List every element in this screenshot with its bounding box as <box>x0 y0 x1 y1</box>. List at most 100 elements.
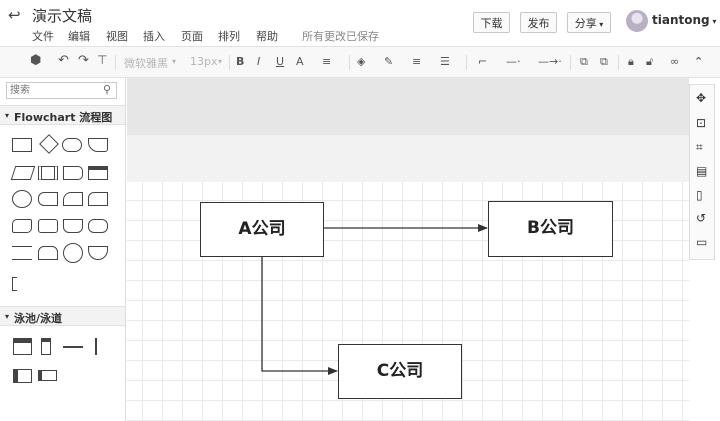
shape-punched-tape[interactable] <box>12 219 32 233</box>
undo-icon[interactable]: ↶ <box>58 53 69 68</box>
save-status: 所有更改已保存 <box>302 30 379 43</box>
shape-process[interactable] <box>12 138 32 152</box>
italic-icon[interactable]: I <box>257 55 261 68</box>
collapse-icon[interactable]: ⌃ <box>694 55 704 68</box>
search-icon: ⚲ <box>103 83 112 96</box>
format-painter-icon[interactable]: ⬢ <box>30 53 42 68</box>
shape-lane-horizontal[interactable] <box>38 370 57 381</box>
shape-lane-vertical[interactable] <box>41 338 51 355</box>
history-icon[interactable]: ↺ <box>696 211 707 225</box>
edge-a-to-c[interactable] <box>261 257 338 375</box>
shape-loop-limit[interactable] <box>38 246 58 260</box>
shape-document[interactable] <box>88 138 108 152</box>
section-flowchart-title: Flowchart 流程图 <box>14 111 113 124</box>
shape-internal-storage[interactable] <box>88 166 108 180</box>
share-button[interactable]: 分享 ▾ <box>567 12 611 33</box>
shape-terminator[interactable] <box>62 138 82 152</box>
publish-button-label: 发布 <box>527 17 550 30</box>
menu-file[interactable]: 文件 <box>32 30 54 43</box>
unlock-icon[interactable]: 🔓︎ <box>646 55 654 68</box>
shape-preparation[interactable] <box>88 219 108 233</box>
menu-help[interactable]: 帮助 <box>256 30 278 43</box>
arrow-icon[interactable]: —→· <box>538 55 562 68</box>
menu-page[interactable]: 页面 <box>181 30 203 43</box>
back-icon[interactable]: ⧉ <box>600 55 608 68</box>
user-dropdown-icon: ▾ <box>709 17 717 26</box>
section-swimlane[interactable]: ▾ 泳池/泳道 <box>0 306 125 326</box>
toolbar-divider <box>466 55 467 70</box>
menu-view[interactable]: 视图 <box>106 30 128 43</box>
shape-manual-input[interactable] <box>88 192 108 206</box>
shape-manual-operation[interactable] <box>63 219 83 233</box>
line-style-icon[interactable]: ≡ <box>412 55 422 68</box>
line-color-icon[interactable]: ✎ <box>384 55 394 68</box>
back-arrow-icon[interactable]: ↩ <box>8 6 21 24</box>
avatar[interactable] <box>626 10 648 32</box>
download-button-label: 下载 <box>480 17 503 30</box>
app-header: ↩ 演示文稿 文件 编辑 视图 插入 页面 排列 帮助 所有更改已保存 下载 发… <box>0 0 720 46</box>
shape-predefined-process[interactable] <box>38 166 58 180</box>
document-title[interactable]: 演示文稿 <box>32 7 93 25</box>
toolbar-divider <box>349 55 350 70</box>
comment-icon[interactable]: ▭ <box>696 235 708 249</box>
shape-separator-horizontal[interactable] <box>63 346 83 348</box>
section-swimlane-title: 泳池/泳道 <box>14 312 63 325</box>
shape-search-input[interactable] <box>6 82 117 99</box>
shape-panel: ⚲ ▾ Flowchart 流程图 ▾ 泳池/泳道 <box>0 78 126 421</box>
shape-annotation[interactable] <box>12 277 17 291</box>
font-color-icon[interactable]: A <box>296 55 304 68</box>
shape-delay[interactable] <box>38 192 58 206</box>
blank-page-icon[interactable]: ▯ <box>696 188 703 202</box>
shape-card[interactable] <box>63 192 83 206</box>
collapse-arrow-icon: ▾ <box>5 111 10 120</box>
lock-icon[interactable]: 🔒︎ <box>628 55 634 68</box>
crop-icon[interactable]: ⌗ <box>696 140 703 154</box>
shape-pool-horizontal[interactable] <box>13 338 32 355</box>
toolbar: ⬢ ↶ ↷ ⊤ 微软雅黑 ▾ 13px ▾ B I U A ≡ ◈ ✎ ≡ ☰ … <box>0 46 720 78</box>
menu-arrange[interactable]: 排列 <box>218 30 240 43</box>
node-b-company[interactable]: B公司 <box>488 201 613 257</box>
font-family-dropdown-icon: ▾ <box>172 57 177 66</box>
canvas-page-gap <box>127 135 689 182</box>
publish-button[interactable]: 发布 <box>520 12 557 33</box>
section-flowchart[interactable]: ▾ Flowchart 流程图 <box>0 105 125 125</box>
navigate-icon[interactable]: ✥ <box>696 91 707 105</box>
line-width-icon[interactable]: ☰ <box>440 55 450 68</box>
shape-display[interactable] <box>38 219 58 233</box>
font-size-select[interactable]: 13px <box>190 55 218 68</box>
fill-icon[interactable]: ◈ <box>357 55 366 68</box>
image-icon[interactable]: ⊡ <box>696 116 707 130</box>
paint-icon[interactable]: ⊤ <box>97 53 108 67</box>
shape-stored-data[interactable] <box>63 166 83 180</box>
menu-insert[interactable]: 插入 <box>143 30 165 43</box>
shape-pool-vertical[interactable] <box>13 369 32 383</box>
font-family-select[interactable]: 微软雅黑 <box>124 57 168 70</box>
username-text: tiantong <box>652 13 710 27</box>
node-a-company[interactable]: A公司 <box>200 202 324 257</box>
bold-icon[interactable]: B <box>236 55 245 68</box>
menu-edit[interactable]: 编辑 <box>68 30 90 43</box>
shape-off-page-reference[interactable] <box>88 246 108 260</box>
collapse-arrow-icon: ▾ <box>5 312 10 321</box>
share-dropdown-icon: ▾ <box>596 20 604 29</box>
shape-parallel-mode[interactable] <box>12 246 32 260</box>
underline-icon[interactable]: U <box>276 55 285 68</box>
shape-connector[interactable] <box>12 190 32 208</box>
shape-separator-vertical[interactable] <box>95 338 97 355</box>
canvas-margin <box>127 78 689 135</box>
redo-icon[interactable]: ↷ <box>78 53 89 68</box>
align-icon[interactable]: ≡ <box>322 55 332 68</box>
right-tool-rail: ✥ ⊡ ⌗ ▤ ▯ ↺ ▭ <box>689 84 715 260</box>
username[interactable]: tiantong ▾ <box>652 13 716 27</box>
node-c-company[interactable]: C公司 <box>338 344 462 399</box>
group-icon[interactable]: ∞ <box>670 55 680 68</box>
front-icon[interactable]: ⧉ <box>580 55 588 68</box>
line-icon[interactable]: —· <box>506 55 521 68</box>
share-button-label: 分享 <box>574 17 597 30</box>
shape-on-page-reference[interactable] <box>63 243 83 263</box>
page-icon[interactable]: ▤ <box>696 164 708 178</box>
connector-icon[interactable]: ⌐ <box>478 55 488 68</box>
toolbar-divider <box>570 55 571 70</box>
download-button[interactable]: 下载 <box>473 12 510 33</box>
